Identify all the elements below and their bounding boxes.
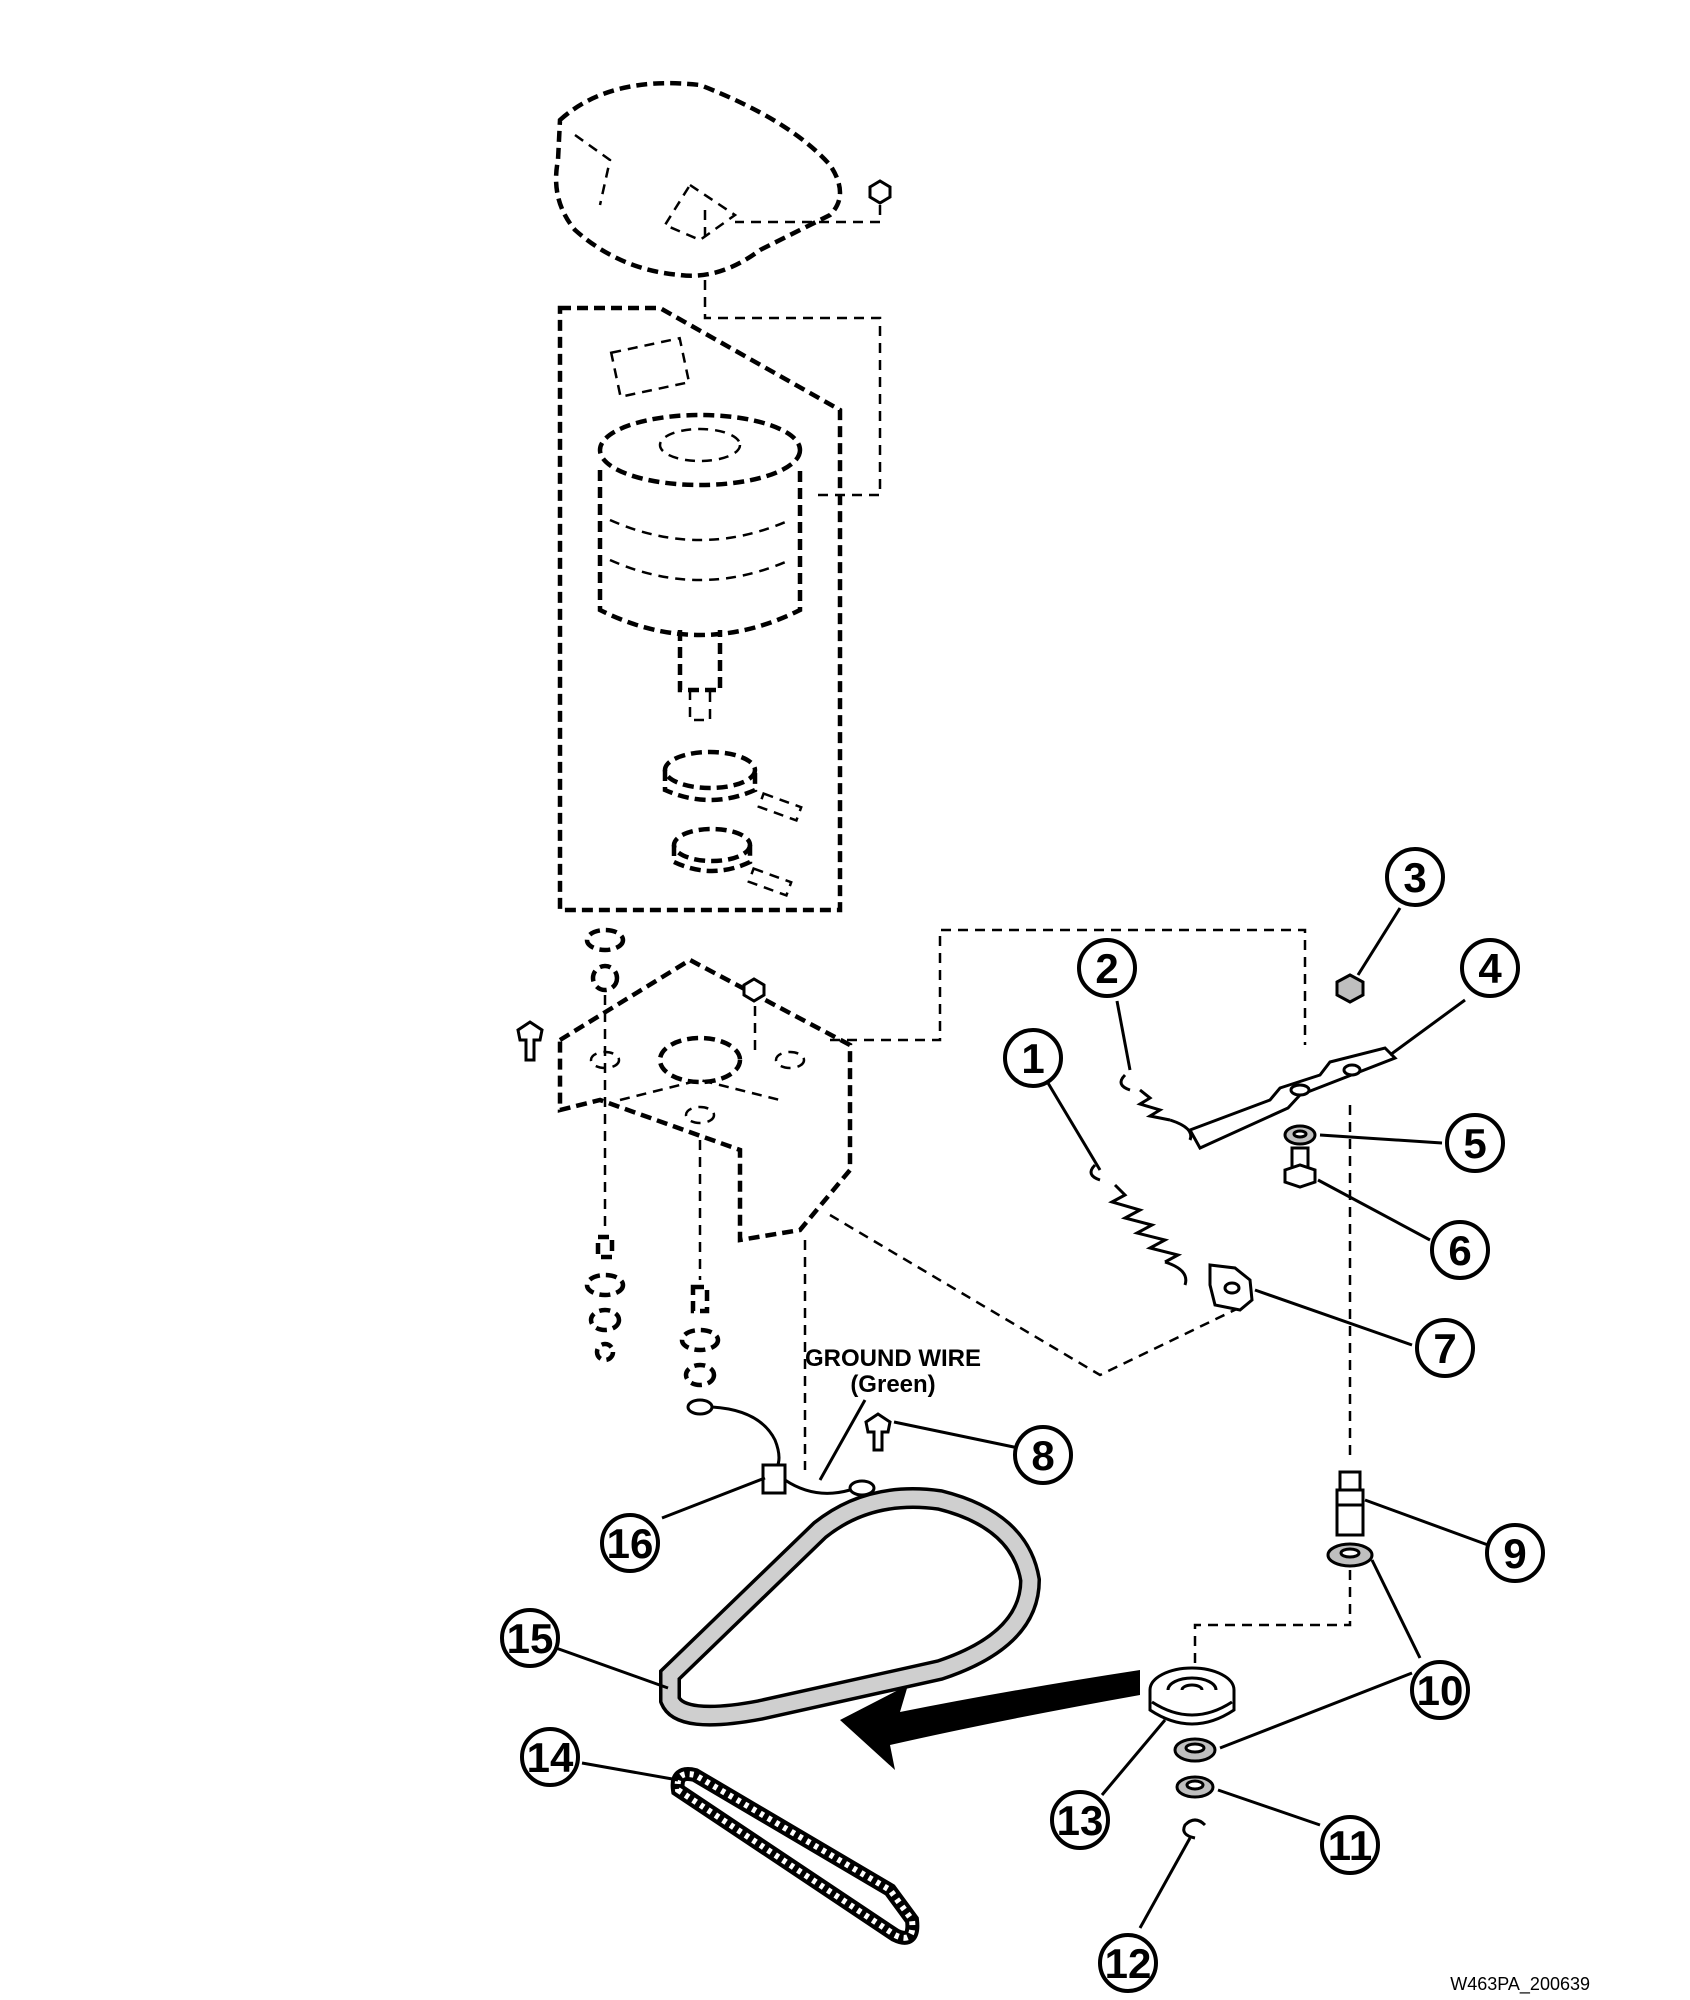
- cover-nut-path: [735, 205, 882, 224]
- callout-10-top: 10: [1410, 1660, 1470, 1720]
- bolt-part6: [1283, 1146, 1317, 1189]
- svg-text:12: 12: [1105, 1940, 1152, 1987]
- bracket-part7: [1208, 1263, 1254, 1312]
- callout-6: 6: [1430, 1220, 1490, 1280]
- callout-4: 4: [1460, 938, 1520, 998]
- mount-to-bracket-path: [830, 928, 1307, 1045]
- shaft-part9: [1335, 1470, 1365, 1537]
- svg-text:1: 1: [1021, 1035, 1044, 1082]
- callout-15: 15: [500, 1608, 560, 1668]
- callout-9: 9: [1485, 1523, 1545, 1583]
- svg-text:7: 7: [1433, 1325, 1456, 1372]
- mount-nut-top: [742, 977, 766, 1003]
- ground-screw: [864, 1412, 892, 1452]
- svg-text:11: 11: [1328, 1822, 1372, 1869]
- washer-part10-top: [1326, 1542, 1374, 1568]
- callout-2: 2: [1077, 938, 1137, 998]
- spring-part2: [1119, 1073, 1193, 1141]
- motor-assembly-outline: [557, 305, 843, 913]
- callout-8: 8: [1013, 1425, 1073, 1485]
- callout-1: 1: [1003, 1028, 1063, 1088]
- ground-wire-label-line2: (Green): [850, 1371, 935, 1398]
- svg-text:16: 16: [607, 1520, 654, 1567]
- washer-part5: [1283, 1124, 1317, 1146]
- svg-text:5: 5: [1463, 1120, 1486, 1167]
- washer-part10-bottom: [1173, 1737, 1217, 1763]
- ground-wire: [686, 1398, 876, 1497]
- callout-11: 11: [1320, 1815, 1380, 1875]
- figure-reference: W463PA_200639: [1450, 1974, 1590, 1995]
- ground-wire-label-leader: [818, 1399, 867, 1481]
- motor-cover-outline: [553, 80, 843, 278]
- mount-to-bracket7-path: [829, 1213, 1246, 1377]
- svg-text:6: 6: [1448, 1227, 1471, 1274]
- svg-text:9: 9: [1503, 1530, 1526, 1577]
- idler-arm-part4: [1187, 1046, 1398, 1150]
- svg-text:14: 14: [527, 1734, 574, 1781]
- washer-part11: [1175, 1775, 1215, 1799]
- svg-text:8: 8: [1031, 1432, 1054, 1479]
- svg-text:3: 3: [1403, 854, 1426, 901]
- svg-text:10: 10: [1417, 1667, 1464, 1714]
- cover-nut: [868, 179, 892, 205]
- callout-3: 3: [1385, 847, 1445, 907]
- svg-text:13: 13: [1057, 1797, 1104, 1844]
- motor-mount-outline: [557, 957, 853, 1243]
- drive-belt-part15: [659, 1487, 1042, 1727]
- retaining-ring-part12: [1182, 1818, 1207, 1840]
- cover-to-motor-path: [703, 280, 882, 497]
- callout-5: 5: [1445, 1113, 1505, 1173]
- callout-12: 12: [1098, 1933, 1158, 1993]
- svg-text:2: 2: [1095, 945, 1118, 992]
- ground-wire-label-line1: GROUND WIRE: [805, 1345, 981, 1372]
- pulley-part13: [1148, 1666, 1236, 1726]
- isolator-stack-left: [584, 927, 626, 1363]
- spring-part1: [1089, 1163, 1188, 1286]
- callout-13: 13: [1050, 1790, 1110, 1850]
- direction-arrow: [840, 1670, 1140, 1770]
- drive-belt-part14: [670, 1767, 920, 1945]
- isolator-stack-right: [679, 1140, 721, 1388]
- svg-text:15: 15: [507, 1615, 554, 1662]
- svg-text:4: 4: [1478, 945, 1502, 992]
- callout-16: 16: [600, 1513, 660, 1573]
- nut-part3: [1335, 973, 1365, 1004]
- mount-bolt-left: [516, 1020, 544, 1062]
- callout-14: 14: [520, 1727, 580, 1787]
- shaft-to-pulley-path: [1193, 1570, 1352, 1675]
- callout-7: 7: [1415, 1318, 1475, 1378]
- leader-lines: [555, 907, 1489, 1929]
